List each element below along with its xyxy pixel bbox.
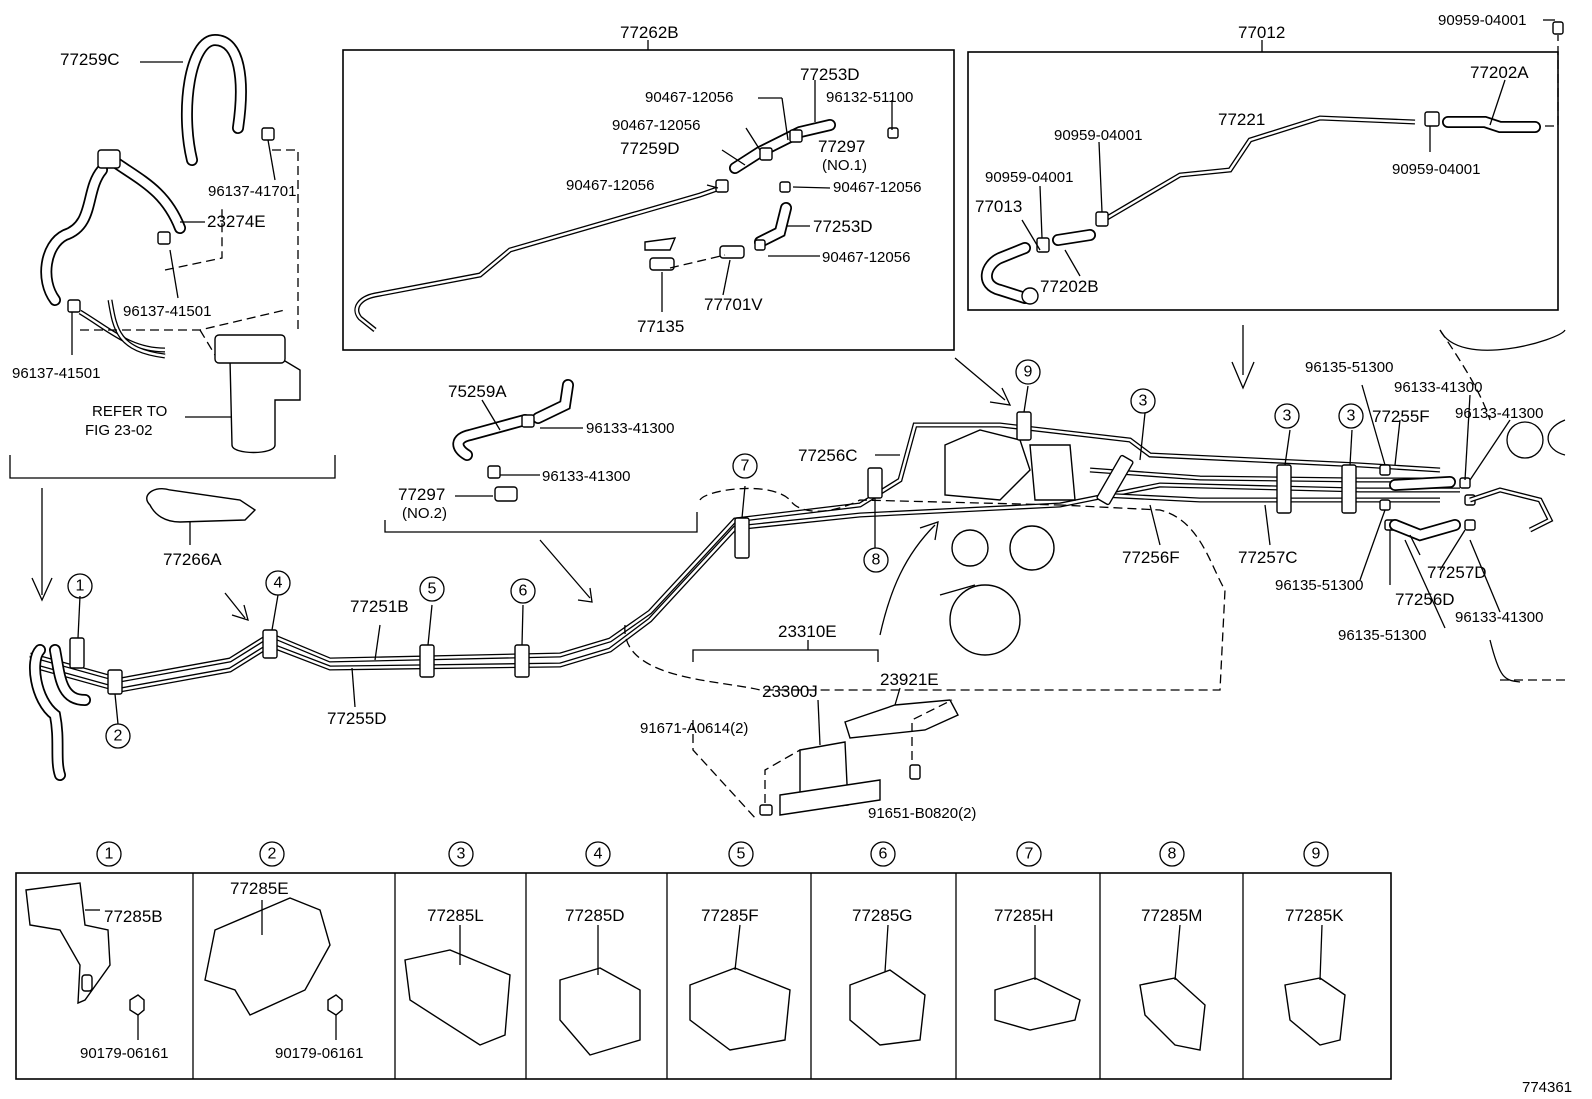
- label-77013: 77013: [975, 197, 1022, 216]
- callout-7: 7: [741, 458, 750, 475]
- table-part-77285D: 77285D: [565, 906, 625, 925]
- label-23310E: 23310E: [778, 622, 837, 641]
- label-77297-no2: 77297: [398, 485, 445, 504]
- label-77253D-a: 77253D: [800, 65, 860, 84]
- label-96133-41300-d: 96133-41300: [1455, 405, 1543, 422]
- label-77256C: 77256C: [798, 446, 858, 465]
- table-part-77285K: 77285K: [1285, 906, 1344, 925]
- label-77259C: 77259C: [60, 50, 120, 69]
- box-77262B: [342, 40, 955, 351]
- label-77256F: 77256F: [1122, 548, 1180, 567]
- table-part-77285H: 77285H: [994, 906, 1054, 925]
- table-part-77285G: 77285G: [852, 906, 913, 925]
- label-96133-41300-a: 96133-41300: [586, 420, 674, 437]
- clamp-table: [15, 841, 1392, 1080]
- figure-number: 774361: [1522, 1079, 1572, 1096]
- label-77266A: 77266A: [163, 550, 222, 569]
- callout-1: 1: [76, 578, 85, 595]
- label-no2: (NO.2): [402, 505, 447, 522]
- table-header-1: 1: [105, 846, 114, 863]
- label-77257D: 77257D: [1427, 563, 1487, 582]
- label-77202A: 77202A: [1470, 63, 1529, 82]
- label-96133-41300-e: 96133-41300: [1455, 609, 1543, 626]
- label-77251B: 77251B: [350, 597, 409, 616]
- label-77257C: 77257C: [1238, 548, 1298, 567]
- rear-fittings-group: [1359, 384, 1554, 629]
- label-90467-12056-a: 90467-12056: [645, 89, 733, 106]
- canister-hose-group: [9, 33, 336, 479]
- table-part-77285B: 77285B: [104, 907, 163, 926]
- callout-2: 2: [114, 728, 123, 745]
- label-90959-04001-a: 90959-04001: [1054, 127, 1142, 144]
- callout-4: 4: [274, 575, 283, 592]
- label-refer-to: REFER TO: [92, 403, 167, 420]
- table-part-77285L: 77285L: [427, 906, 484, 925]
- label-77255F: 77255F: [1372, 407, 1430, 426]
- label-90959-04001-top: 90959-04001: [1438, 12, 1526, 29]
- label-96137-41701: 96137-41701: [208, 183, 296, 200]
- label-no1: (NO.1): [822, 157, 867, 174]
- table-header-8: 8: [1168, 846, 1177, 863]
- label-77297-no1: 77297: [818, 137, 865, 156]
- label-77253D-b: 77253D: [813, 217, 873, 236]
- label-96137-41501-a: 96137-41501: [123, 303, 211, 320]
- callout-3-c: 3: [1347, 408, 1356, 425]
- label-90467-12056-d: 90467-12056: [833, 179, 921, 196]
- label-96135-51300-a: 96135-51300: [1305, 359, 1393, 376]
- label-96135-51300-c: 96135-51300: [1338, 627, 1426, 644]
- label-96132-51100: 96132-51100: [826, 89, 913, 106]
- table-header-9: 9: [1312, 846, 1321, 863]
- label-90959-04001-b: 90959-04001: [1392, 161, 1480, 178]
- label-77259D: 77259D: [620, 139, 680, 158]
- label-77202B: 77202B: [1040, 277, 1099, 296]
- table-nut-label-2: 90179-06161: [275, 1045, 363, 1062]
- callout-3-a: 3: [1139, 393, 1148, 410]
- label-fig-23-02: FIG 23-02: [85, 422, 153, 439]
- label-77221: 77221: [1218, 110, 1265, 129]
- bracket-77266A: [146, 488, 257, 545]
- callout-6: 6: [519, 583, 528, 600]
- table-part-77285F: 77285F: [701, 906, 759, 925]
- vsv-group-23310E: [692, 640, 959, 821]
- label-23921E: 23921E: [880, 670, 939, 689]
- callout-3-b: 3: [1283, 408, 1292, 425]
- callout-9: 9: [1024, 364, 1033, 381]
- callout-5: 5: [428, 581, 437, 598]
- table-nut-label-1: 90179-06161: [80, 1045, 168, 1062]
- table-header-5: 5: [737, 846, 746, 863]
- label-77255D: 77255D: [327, 709, 387, 728]
- box-77012: [967, 19, 1564, 311]
- label-77256D: 77256D: [1395, 590, 1455, 609]
- label-90467-12056-e: 90467-12056: [822, 249, 910, 266]
- table-part-77285E: 77285E: [230, 879, 289, 898]
- callout-8: 8: [872, 552, 881, 569]
- table-header-6: 6: [879, 846, 888, 863]
- label-96133-41300-c: 96133-41300: [1394, 379, 1482, 396]
- label-23274E: 23274E: [207, 212, 266, 231]
- label-77135: 77135: [637, 317, 684, 336]
- label-90467-12056-c: 90467-12056: [566, 177, 654, 194]
- label-96135-51300-b: 96135-51300: [1275, 577, 1363, 594]
- table-header-7: 7: [1025, 846, 1034, 863]
- label-77701V: 77701V: [704, 295, 763, 314]
- label-91671-A0614: 91671-A0614(2): [640, 720, 748, 737]
- label-23300J: 23300J: [762, 682, 818, 701]
- main-fuel-lines: [29, 325, 1566, 781]
- label-96137-41501-b: 96137-41501: [12, 365, 100, 382]
- label-75259A: 75259A: [448, 382, 507, 401]
- label-77262B: 77262B: [620, 23, 679, 42]
- label-96133-41300-b: 96133-41300: [542, 468, 630, 485]
- callouts: [67, 359, 1364, 749]
- label-91651-B0820: 91651-B0820(2): [868, 805, 976, 822]
- vent-hose-group: [384, 379, 698, 533]
- table-header-4: 4: [594, 846, 603, 863]
- table-header-3: 3: [457, 846, 466, 863]
- label-90467-12056-b: 90467-12056: [612, 117, 700, 134]
- table-part-77285M: 77285M: [1141, 906, 1202, 925]
- table-header-2: 2: [268, 846, 277, 863]
- label-77012: 77012: [1238, 23, 1285, 42]
- label-90959-04001-c: 90959-04001: [985, 169, 1073, 186]
